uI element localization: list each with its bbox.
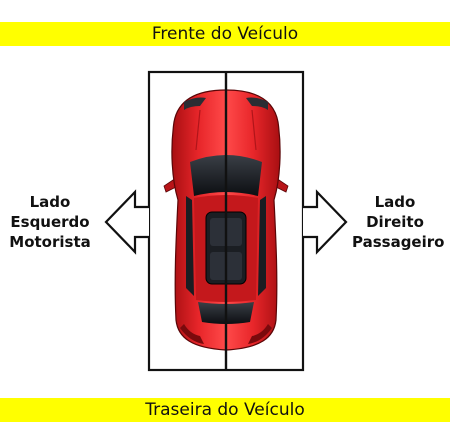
arrow-left-icon — [104, 189, 149, 255]
right-label-line2: Direito — [366, 213, 424, 231]
front-banner: Frente do Veículo — [0, 22, 450, 46]
front-label: Frente do Veículo — [151, 24, 299, 44]
left-label-line3: Motorista — [9, 233, 91, 251]
right-label-line3: Passageiro — [352, 233, 445, 251]
right-side-label: Lado Direito Passageiro — [352, 192, 445, 252]
rear-label: Traseira do Veículo — [145, 400, 305, 420]
left-side-label: Lado Esquerdo Motorista — [8, 192, 92, 252]
rear-banner: Traseira do Veículo — [0, 398, 450, 422]
arrow-right-icon — [303, 189, 348, 255]
left-label-line2: Esquerdo — [10, 213, 90, 231]
right-label-line1: Lado — [374, 193, 416, 211]
left-label-line1: Lado — [29, 193, 71, 211]
